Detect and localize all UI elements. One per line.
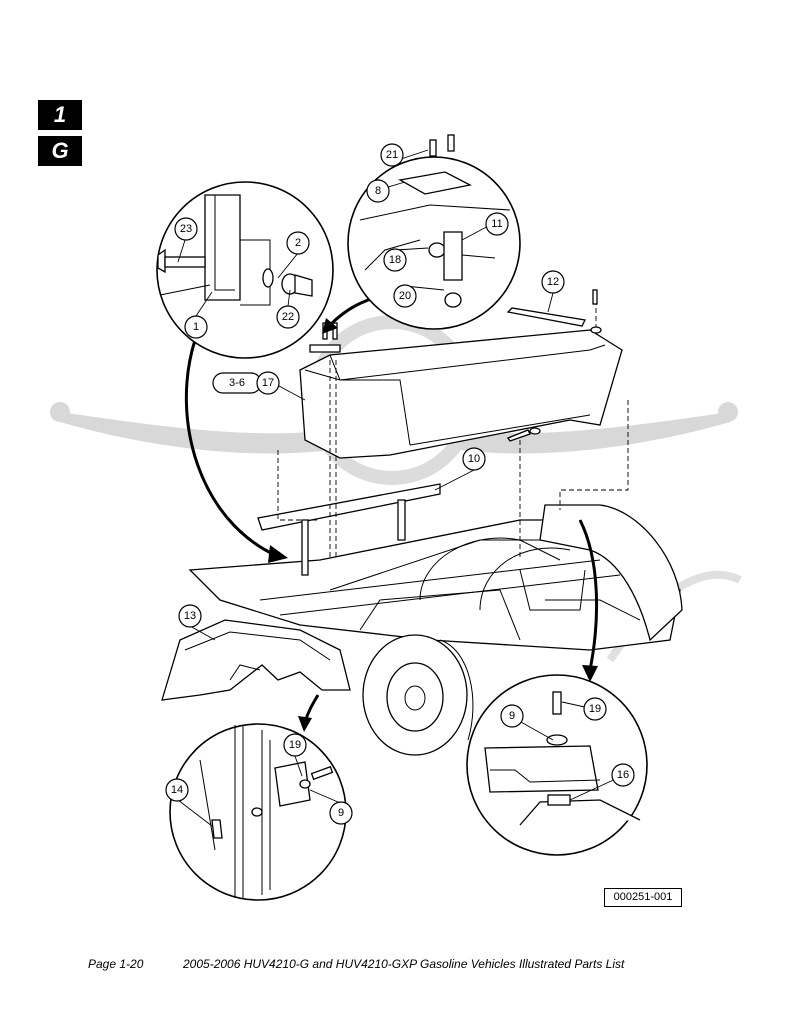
callout-22: 22 bbox=[276, 305, 300, 329]
callout-13-label: 13 bbox=[184, 610, 196, 622]
trim-strip bbox=[506, 307, 586, 327]
callout-19-right-label: 19 bbox=[589, 703, 601, 715]
footer-document-title: 2005-2006 HUV4210-G and HUV4210-GXP Gaso… bbox=[183, 957, 625, 971]
footer-page-number: Page 1-20 bbox=[88, 957, 144, 971]
callout-11-label: 11 bbox=[491, 218, 502, 230]
callout-8-label: 8 bbox=[375, 185, 381, 197]
callout-20: 20 bbox=[393, 284, 417, 308]
model-tab: G bbox=[38, 136, 82, 166]
callout-9-right: 9 bbox=[500, 704, 524, 728]
callout-16: 16 bbox=[611, 763, 635, 787]
callout-3-6: 3-6 bbox=[212, 372, 262, 394]
detail-arrows bbox=[184, 288, 599, 732]
callout-17-label: 17 bbox=[262, 377, 274, 389]
callout-18-label: 18 bbox=[389, 254, 401, 266]
callout-23: 23 bbox=[174, 217, 198, 241]
detail-view-fender-mount bbox=[169, 723, 347, 901]
callout-22-label: 22 bbox=[282, 311, 294, 323]
rear-wheel bbox=[362, 634, 474, 756]
bed-cover-panel bbox=[299, 329, 623, 459]
callout-10: 10 bbox=[462, 447, 486, 471]
callout-2-label: 2 bbox=[295, 237, 301, 249]
callout-19-right: 19 bbox=[583, 697, 607, 721]
callout-21-label: 21 bbox=[386, 149, 398, 161]
figure-number: 000251-001 bbox=[604, 888, 682, 907]
callout-21: 21 bbox=[380, 143, 404, 167]
callout-11: 11 bbox=[485, 212, 509, 236]
callout-9-left: 9 bbox=[329, 801, 353, 825]
callout-1-label: 1 bbox=[193, 321, 199, 333]
callout-14-label: 14 bbox=[171, 784, 183, 796]
callout-23-label: 23 bbox=[180, 223, 192, 235]
callout-12-label: 12 bbox=[547, 276, 559, 288]
callout-1: 1 bbox=[184, 315, 208, 339]
callout-16-label: 16 bbox=[617, 769, 629, 781]
callout-9-left-label: 9 bbox=[338, 807, 344, 819]
callout-17: 17 bbox=[256, 371, 280, 395]
mounting-bracket bbox=[257, 483, 441, 576]
callout-8: 8 bbox=[366, 179, 390, 203]
left-fender bbox=[161, 619, 351, 701]
callout-13: 13 bbox=[178, 604, 202, 628]
callout-14: 14 bbox=[165, 778, 189, 802]
detail-view-hinge bbox=[347, 134, 521, 330]
section-tab: 1 bbox=[38, 100, 82, 130]
callout-3-6-label: 3-6 bbox=[229, 377, 245, 389]
right-fender bbox=[539, 504, 683, 642]
callout-20-label: 20 bbox=[399, 290, 411, 302]
callout-2: 2 bbox=[286, 231, 310, 255]
callout-10-label: 10 bbox=[468, 453, 480, 465]
detail-view-bracket-bolt bbox=[156, 181, 334, 359]
callout-19-left: 19 bbox=[283, 733, 307, 757]
callout-9-right-label: 9 bbox=[509, 710, 515, 722]
callout-19-left-label: 19 bbox=[289, 739, 301, 751]
callout-12: 12 bbox=[541, 270, 565, 294]
callout-18: 18 bbox=[383, 248, 407, 272]
